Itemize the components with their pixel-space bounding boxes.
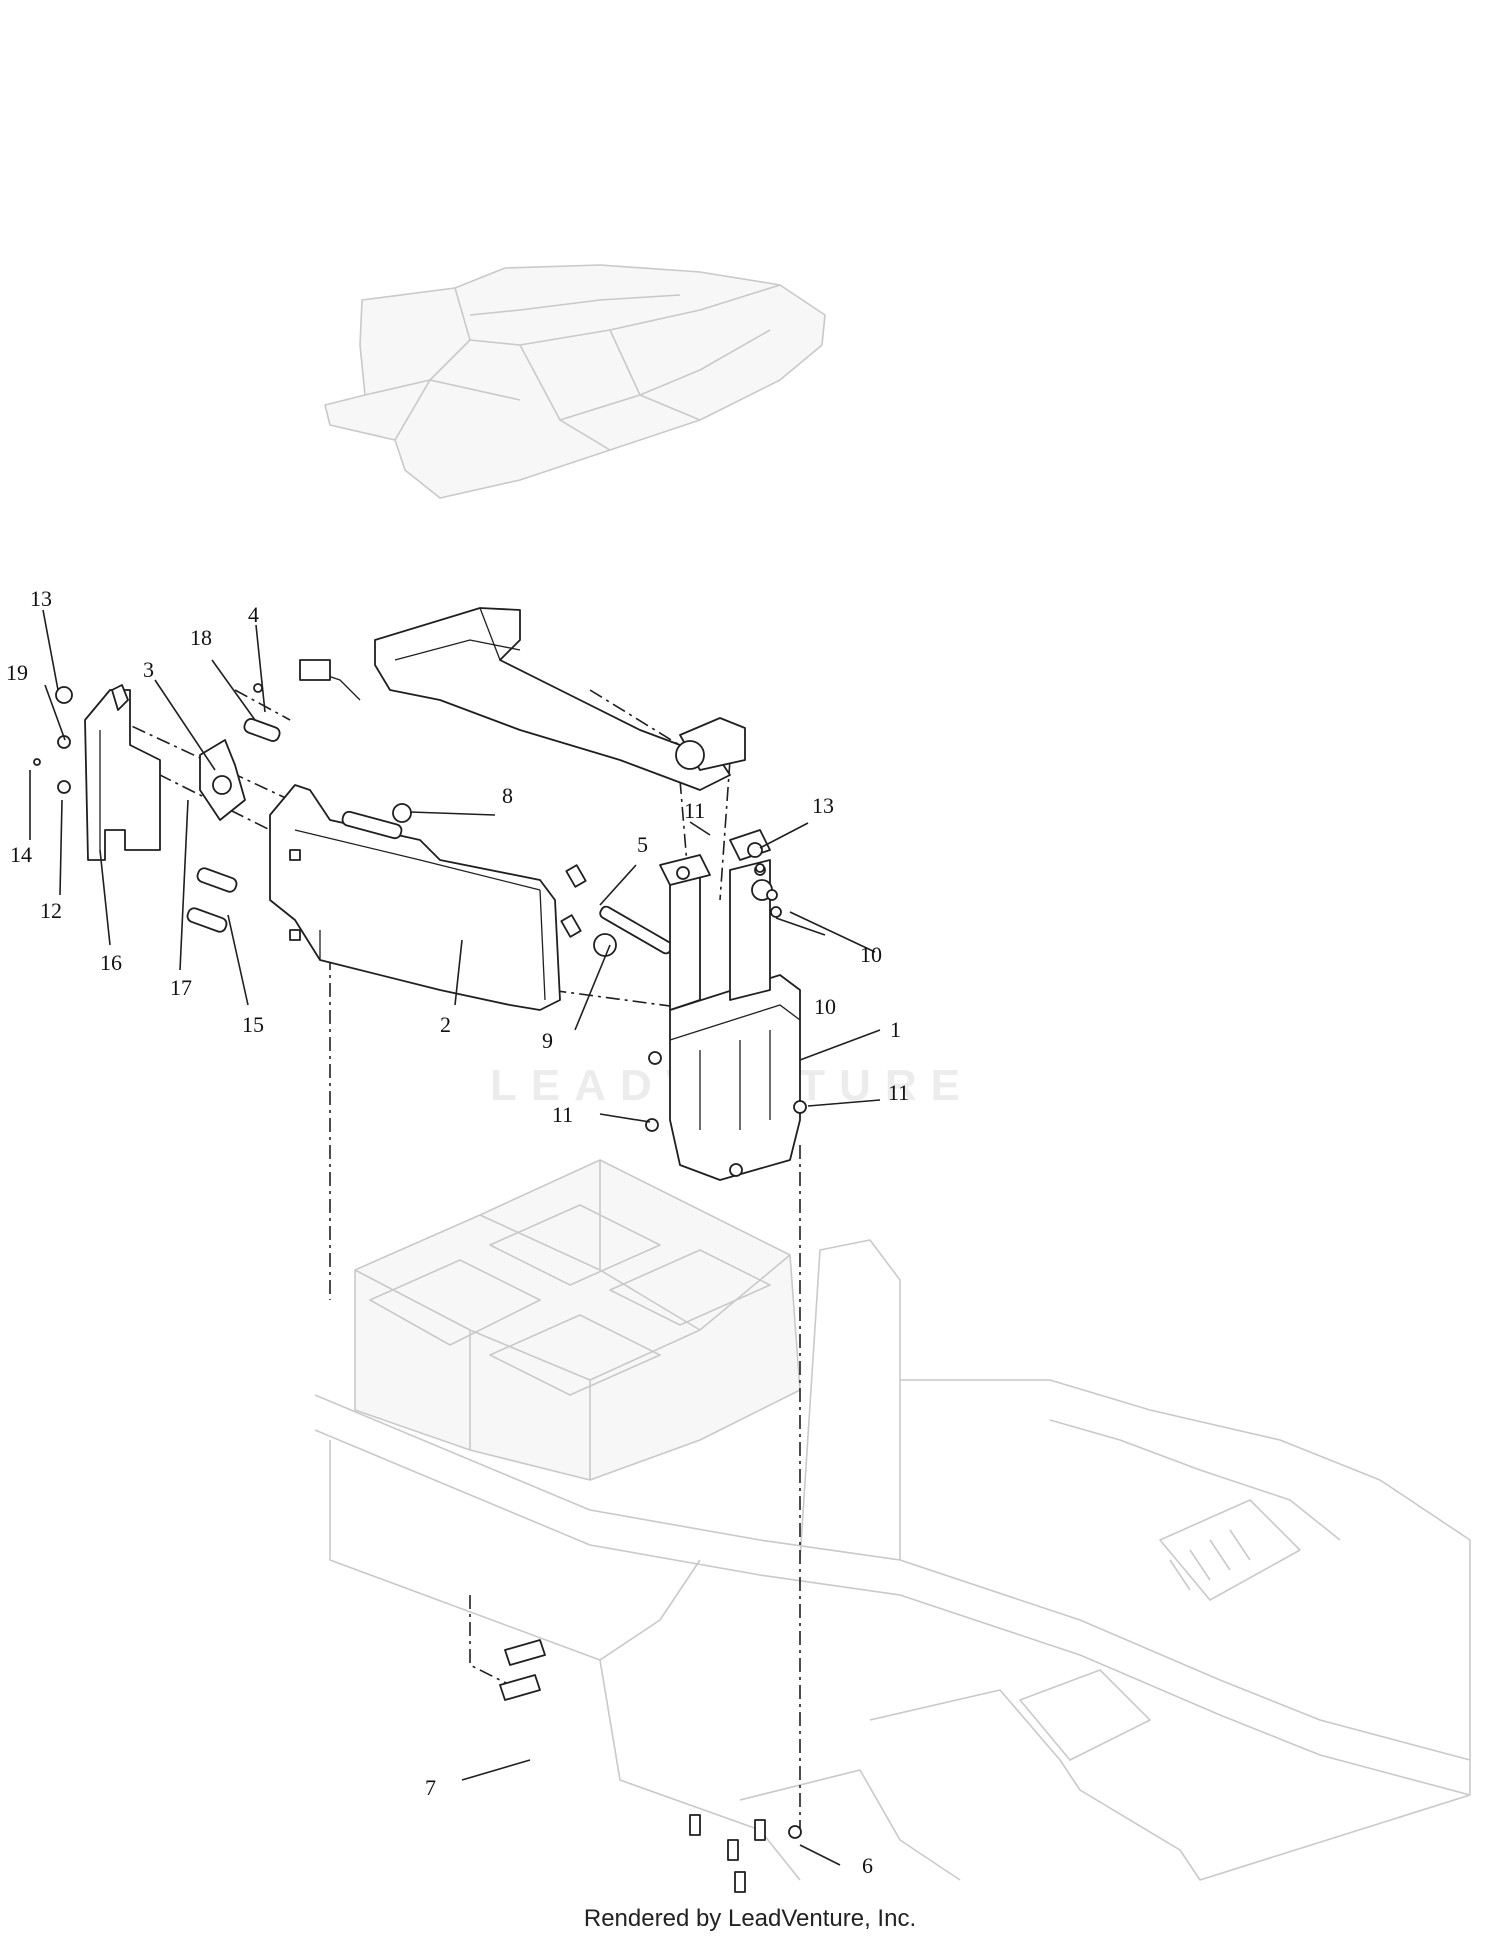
callout-8: 8 xyxy=(502,783,513,808)
bolts-bottom xyxy=(499,1639,802,1893)
callout-14: 14 xyxy=(10,842,32,867)
callout-16: 16 xyxy=(100,950,122,975)
latch-bracket xyxy=(199,739,246,821)
callout-11-top: 11 xyxy=(684,798,705,823)
callout-18: 18 xyxy=(190,625,212,650)
callout-3: 3 xyxy=(143,657,154,682)
seat-frame-assembly xyxy=(299,607,746,791)
callout-10-lower: 10 xyxy=(814,994,836,1019)
callout-1: 1 xyxy=(890,1017,901,1042)
callout-5: 5 xyxy=(637,832,648,857)
callout-11-left: 11 xyxy=(552,1102,573,1127)
leader-lines xyxy=(29,609,881,1866)
callout-19: 19 xyxy=(6,660,28,685)
callouts: 13 19 3 18 4 14 12 16 17 15 8 5 2 9 11 1… xyxy=(6,586,909,1878)
callout-11-right: 11 xyxy=(888,1080,909,1105)
callout-4: 4 xyxy=(248,602,259,627)
callout-7: 7 xyxy=(425,1775,436,1800)
callout-2: 2 xyxy=(440,1012,451,1037)
pivot-plate xyxy=(84,684,161,861)
callout-17: 17 xyxy=(170,975,192,1000)
callout-6: 6 xyxy=(862,1853,873,1878)
seat-rail-bracket xyxy=(269,784,561,1011)
seat-fender-ghost xyxy=(324,264,826,499)
callout-13-right: 13 xyxy=(812,793,834,818)
callout-9: 9 xyxy=(542,1028,553,1053)
footer-credit: Rendered by LeadVenture, Inc. xyxy=(583,1905,917,1932)
pins-bushings xyxy=(33,683,673,957)
callout-10-upper: 10 xyxy=(860,942,882,967)
callout-12: 12 xyxy=(40,898,62,923)
callout-15: 15 xyxy=(242,1012,264,1037)
callout-13-left: 13 xyxy=(30,586,52,611)
seat-pivot-bracket xyxy=(645,829,807,1181)
battery-pack-ghost xyxy=(354,1159,801,1481)
